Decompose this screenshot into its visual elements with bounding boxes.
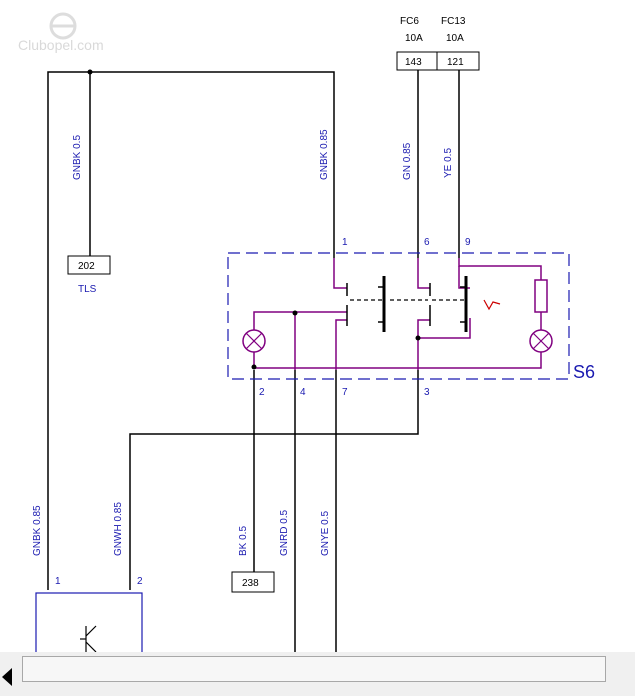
connector-202-label: 202 (78, 261, 95, 272)
illumination-icon (483, 299, 501, 311)
wire-network (47, 70, 460, 652)
terminal-121-box (436, 51, 480, 71)
connector-202-box (67, 255, 111, 275)
terminal-121-label: 121 (447, 57, 464, 68)
pin-1-label: 1 (342, 237, 348, 248)
switch-contact-ticks (378, 286, 466, 323)
wire-label-gnwh-085: GNWH 0.85 (113, 502, 124, 556)
switch-internal-wiring (253, 258, 542, 370)
transistor-icon (80, 625, 97, 652)
pin-7-label: 7 (342, 387, 348, 398)
control-module-box (35, 592, 143, 652)
pin-9-label: 9 (465, 237, 471, 248)
scroll-left-arrow-icon[interactable] (0, 666, 14, 688)
lamp-right-icon (529, 329, 553, 353)
wire-label-gnye-05: GNYE 0.5 (320, 511, 331, 556)
module-pin-2-label: 2 (137, 576, 143, 587)
switch-s6-outline (227, 252, 570, 380)
scrollbar-track[interactable] (22, 656, 606, 682)
wiring-diagram: Clubopel.com FC6 10A FC13 10A 143 121 20… (18, 12, 595, 652)
switch-contacts (346, 283, 431, 326)
switch-actuators (382, 276, 468, 332)
wire-label-gnbk-085-top: GNBK 0.85 (319, 129, 330, 180)
terminal-143-label: 143 (405, 57, 422, 68)
fuse-fc6-name: FC6 (400, 16, 419, 27)
connector-238-label: 238 (242, 578, 259, 589)
watermark-logo: Clubopel.com (18, 12, 104, 53)
splice-dot (87, 69, 93, 75)
pin-2-label: 2 (259, 387, 265, 398)
pin-4-label: 4 (300, 387, 306, 398)
watermark-text: Clubopel.com (18, 37, 104, 53)
fuse-fc13-name: FC13 (441, 16, 466, 27)
wire-label-gn-085: GN 0.85 (402, 142, 413, 180)
tls-label: TLS (78, 284, 97, 295)
internal-node-bottom (251, 364, 257, 370)
wire-label-gnrd-05: GNRD 0.5 (279, 509, 290, 556)
connector-238-box (231, 571, 275, 593)
internal-node-right (415, 335, 421, 341)
switch-s6-label: S6 (573, 362, 595, 382)
lamp-left-icon (242, 329, 266, 353)
module-pin-1-label: 1 (55, 576, 61, 587)
internal-node-left (292, 310, 298, 316)
pin-6-label: 6 (424, 237, 430, 248)
horizontal-scrollbar[interactable] (0, 652, 635, 696)
wire-label-gnbk-05: GNBK 0.5 (72, 135, 83, 180)
fuse-fc13-rating: 10A (446, 33, 464, 44)
pin-3-label: 3 (424, 387, 430, 398)
wire-label-bk-05: BK 0.5 (238, 526, 249, 556)
fuse-fc6-rating: 10A (405, 33, 423, 44)
wire-label-gnbk-085-bottom: GNBK 0.85 (32, 505, 43, 556)
resistor-icon (534, 279, 548, 313)
wire-label-ye-05: YE 0.5 (443, 148, 454, 178)
